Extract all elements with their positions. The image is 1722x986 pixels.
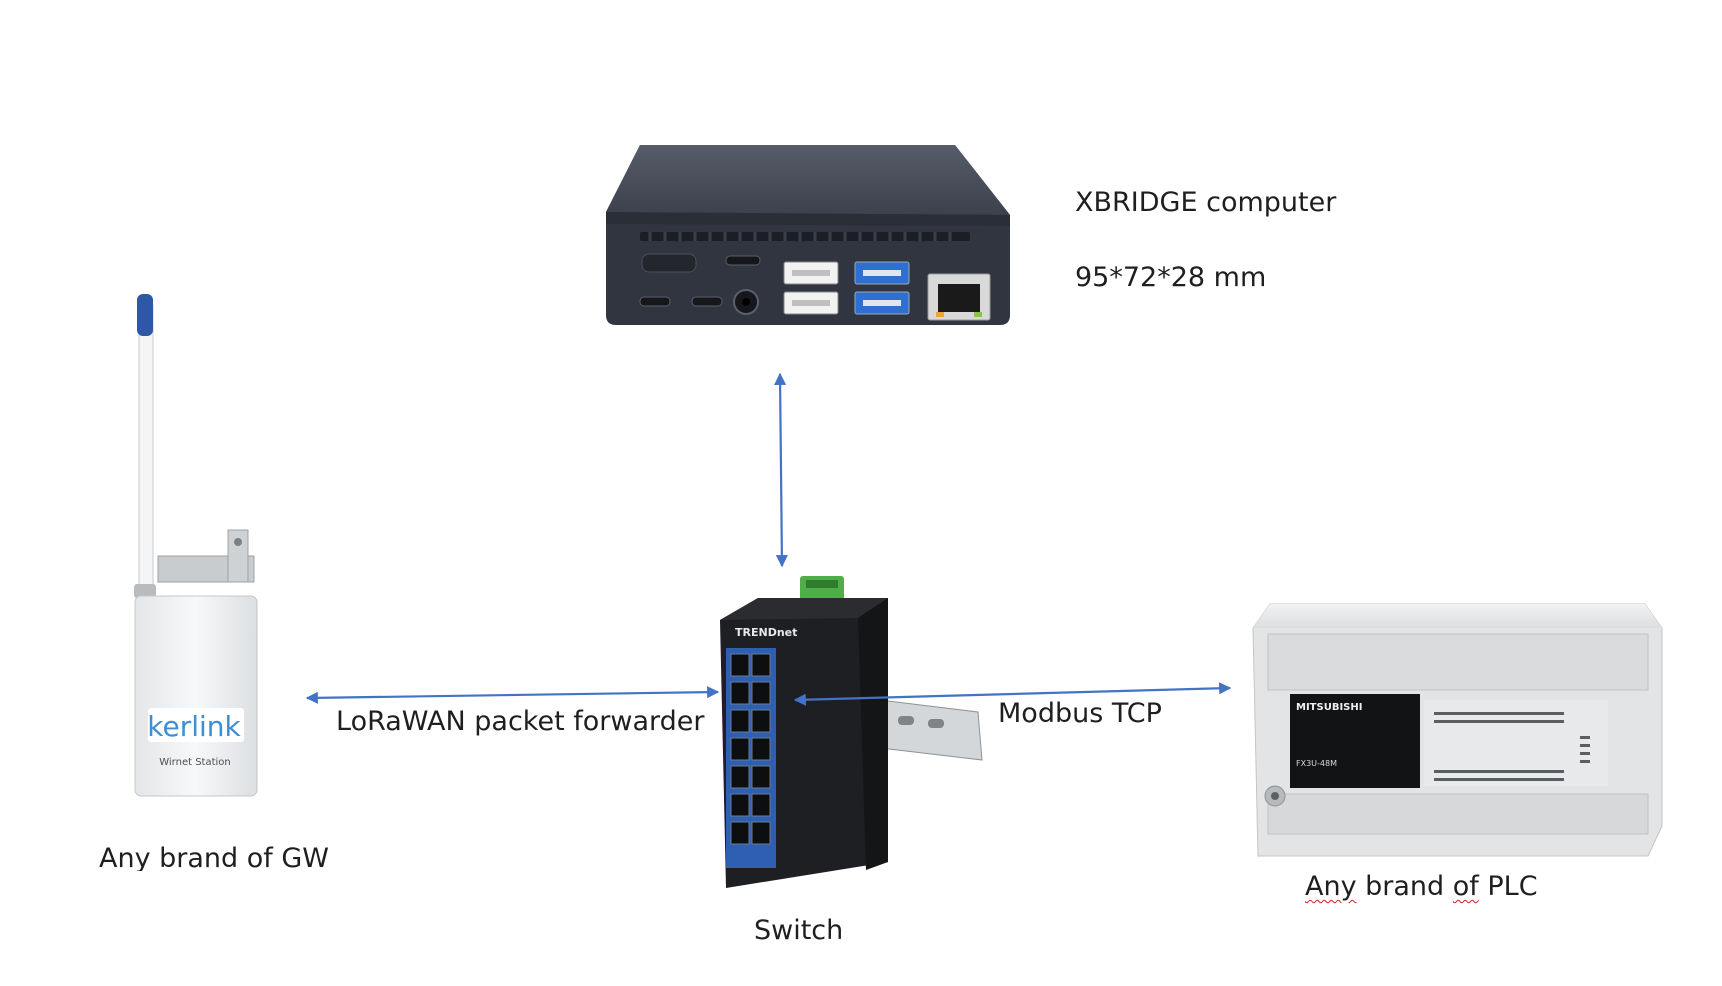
- plc-caption-word-of: of: [1452, 871, 1479, 902]
- lorawan-link-label: LoRaWAN packet forwarder: [336, 706, 705, 737]
- gateway-brand-label: kerlink: [147, 710, 241, 743]
- gateway-image: kerlink Wirnet Station: [134, 294, 258, 797]
- xbridge-computer-image: [606, 145, 1010, 325]
- plc-caption-word-plc: PLC: [1478, 871, 1538, 902]
- plc-caption-word-any: Any: [1305, 871, 1357, 902]
- plc-brand-label: MITSUBISHI: [1296, 702, 1362, 713]
- plc-caption-word-brand: brand: [1356, 871, 1453, 902]
- computer-name-label: XBRIDGE computer: [1075, 187, 1337, 218]
- modbus-link-label: Modbus TCP: [998, 698, 1162, 729]
- gateway-switch-link-arrow: [305, 686, 720, 704]
- switch-image: TRENDnet: [720, 576, 983, 888]
- gateway-caption: Any brand of GW: [99, 845, 329, 871]
- switch-caption: Switch: [754, 915, 844, 946]
- plc-model-label: FX3U-48M: [1296, 759, 1337, 768]
- switch-brand-label: TRENDnet: [735, 626, 797, 639]
- switch-plc-link-arrow: [793, 682, 1232, 706]
- computer-size-label: 95*72*28 mm: [1075, 262, 1267, 293]
- plc-caption: Any brand of PLC: [1305, 873, 1538, 900]
- plc-image: MITSUBISHI FX3U-48M: [1252, 603, 1663, 857]
- computer-switch-link-arrow: [774, 372, 788, 568]
- gateway-model-label: Wirnet Station: [159, 757, 231, 768]
